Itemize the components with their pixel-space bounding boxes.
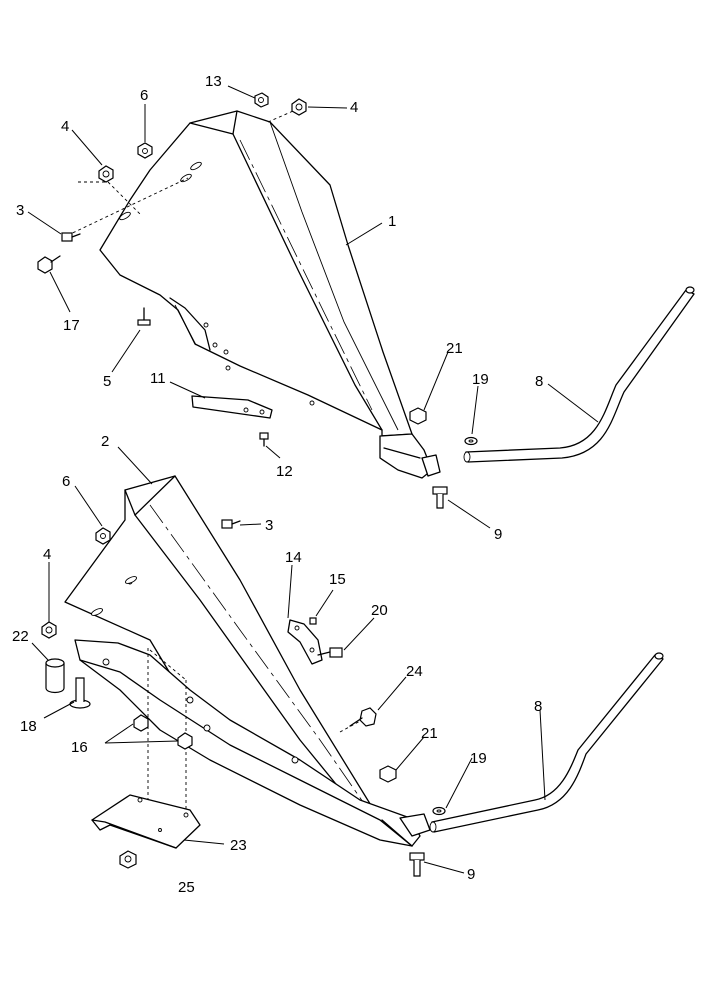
callout-6: 6: [62, 473, 70, 490]
callout-23: 23: [230, 837, 247, 854]
callout-4: 4: [350, 99, 358, 116]
callout-13: 13: [205, 73, 222, 90]
callout-17: 17: [63, 317, 80, 334]
callout-labels: 13 6 4 4 3 1 17 5 21 19 8 11 12 2 6 3 9 …: [12, 73, 543, 896]
bolt-20: [317, 647, 343, 658]
callout-14: 14: [285, 549, 302, 566]
bolt-5: [137, 307, 151, 326]
spacer-22: [45, 658, 65, 694]
locknut-6-lower: [95, 527, 111, 545]
locknuts-16: [133, 714, 193, 750]
callout-16: 16: [71, 739, 88, 756]
callout-4: 4: [43, 546, 51, 563]
bolt-24: [349, 707, 377, 727]
nut-21-lower: [379, 765, 397, 783]
nut-21-upper: [409, 407, 427, 425]
callout-6: 6: [140, 87, 148, 104]
upper-divider-cone: [99, 110, 441, 479]
callout-5: 5: [103, 373, 111, 390]
callout-9: 9: [467, 866, 475, 883]
nut-25: [119, 850, 137, 869]
callout-24: 24: [406, 663, 423, 680]
washer-19-lower: [432, 806, 446, 816]
screw-15: [309, 617, 317, 625]
callout-8: 8: [534, 698, 542, 715]
callout-25: 25: [178, 879, 195, 896]
callout-22: 22: [12, 628, 29, 645]
bolt-3-upper: [61, 232, 81, 242]
locknut-4-upper-right: [291, 98, 307, 116]
callout-18: 18: [20, 718, 37, 735]
bolt-3-lower: [221, 519, 241, 529]
locknut-4-lower: [41, 621, 57, 639]
callout-2: 2: [101, 433, 109, 450]
carriage-bolt-18: [69, 677, 91, 709]
callout-3: 3: [16, 202, 24, 219]
leader-lines: [27, 85, 599, 874]
callout-3: 3: [265, 517, 273, 534]
plate-11: [191, 395, 273, 419]
locknut-6-upper: [137, 142, 153, 159]
locknut-4-upper-left: [98, 165, 114, 183]
bolt-9-upper: [432, 486, 448, 509]
nut-13-upper: [254, 92, 269, 108]
callout-19: 19: [470, 750, 487, 767]
bolt-17: [37, 255, 61, 274]
rod-8-lower: [429, 652, 664, 833]
rod-8-upper: [463, 286, 695, 463]
callout-15: 15: [329, 571, 346, 588]
callout-21: 21: [421, 725, 438, 742]
bolt-9-lower: [409, 852, 425, 877]
lower-frame-bar: [74, 639, 431, 847]
lower-divider-cone: [64, 475, 381, 826]
callout-1: 1: [388, 213, 396, 230]
callout-21: 21: [446, 340, 463, 357]
shield-plate-23: [91, 794, 201, 849]
callout-20: 20: [371, 602, 388, 619]
bracket-14: [287, 619, 323, 665]
callout-12: 12: [276, 463, 293, 480]
callout-9: 9: [494, 526, 502, 543]
callout-4: 4: [61, 118, 69, 135]
callout-11: 11: [150, 370, 166, 387]
callout-8: 8: [535, 373, 543, 390]
washer-19-upper: [464, 436, 478, 446]
bolt-12: [259, 432, 269, 447]
callout-19: 19: [472, 371, 489, 388]
